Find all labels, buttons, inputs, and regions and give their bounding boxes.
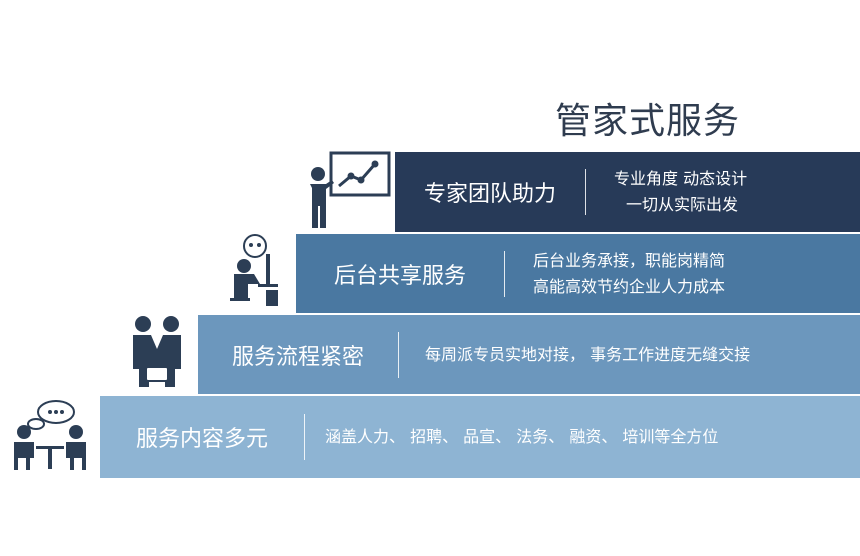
step-name: 服务内容多元 xyxy=(135,427,268,452)
step-backend-shared: 后台共享服务 后台业务承接，职能岗精简 高能高效节约企业人力成本 xyxy=(296,234,860,313)
desc-line: 专业角度 动态设计 xyxy=(614,169,748,188)
office-worker-icon xyxy=(230,234,278,306)
desc-line: 高能高效节约企业人力成本 xyxy=(533,276,726,296)
desc-line: 涵盖人力、 招聘、 品宣、 法务、 融资、 培训等全方位 xyxy=(325,427,719,446)
divider xyxy=(398,331,399,378)
desc-line: 后台业务承接，职能岗精简 xyxy=(533,250,726,270)
step-process: 服务流程紧密 每周派专员实地对接， 事务工作进度无缝交接 xyxy=(198,315,860,394)
divider xyxy=(304,414,305,460)
divider xyxy=(585,169,586,215)
handshake-icon xyxy=(133,316,181,387)
desc-line: 每周派专员实地对接， 事务工作进度无缝交接 xyxy=(425,344,751,364)
step-description: 后台业务承接，职能岗精简 高能高效节约企业人力成本 xyxy=(505,248,860,300)
step-description: 每周派专员实地对接， 事务工作进度无缝交接 xyxy=(399,342,860,368)
step-name: 后台共享服务 xyxy=(333,263,466,289)
step-name: 专家团队助力 xyxy=(423,182,556,207)
step-description: 专业角度 动态设计 一切从实际出发 xyxy=(586,166,860,218)
presentation-icon xyxy=(310,151,391,228)
desc-line: 一切从实际出发 xyxy=(626,195,739,214)
step-name: 服务流程紧密 xyxy=(231,344,364,370)
page-title: 管家式服务 xyxy=(555,101,741,142)
step-expert-team: 专家团队助力 专业角度 动态设计 一切从实际出发 xyxy=(395,152,860,232)
meeting-icon xyxy=(14,400,86,470)
step-description: 涵盖人力、 招聘、 品宣、 法务、 融资、 培训等全方位 xyxy=(305,424,860,450)
step-content: 服务内容多元 涵盖人力、 招聘、 品宣、 法务、 融资、 培训等全方位 xyxy=(100,396,860,478)
divider xyxy=(504,250,505,297)
